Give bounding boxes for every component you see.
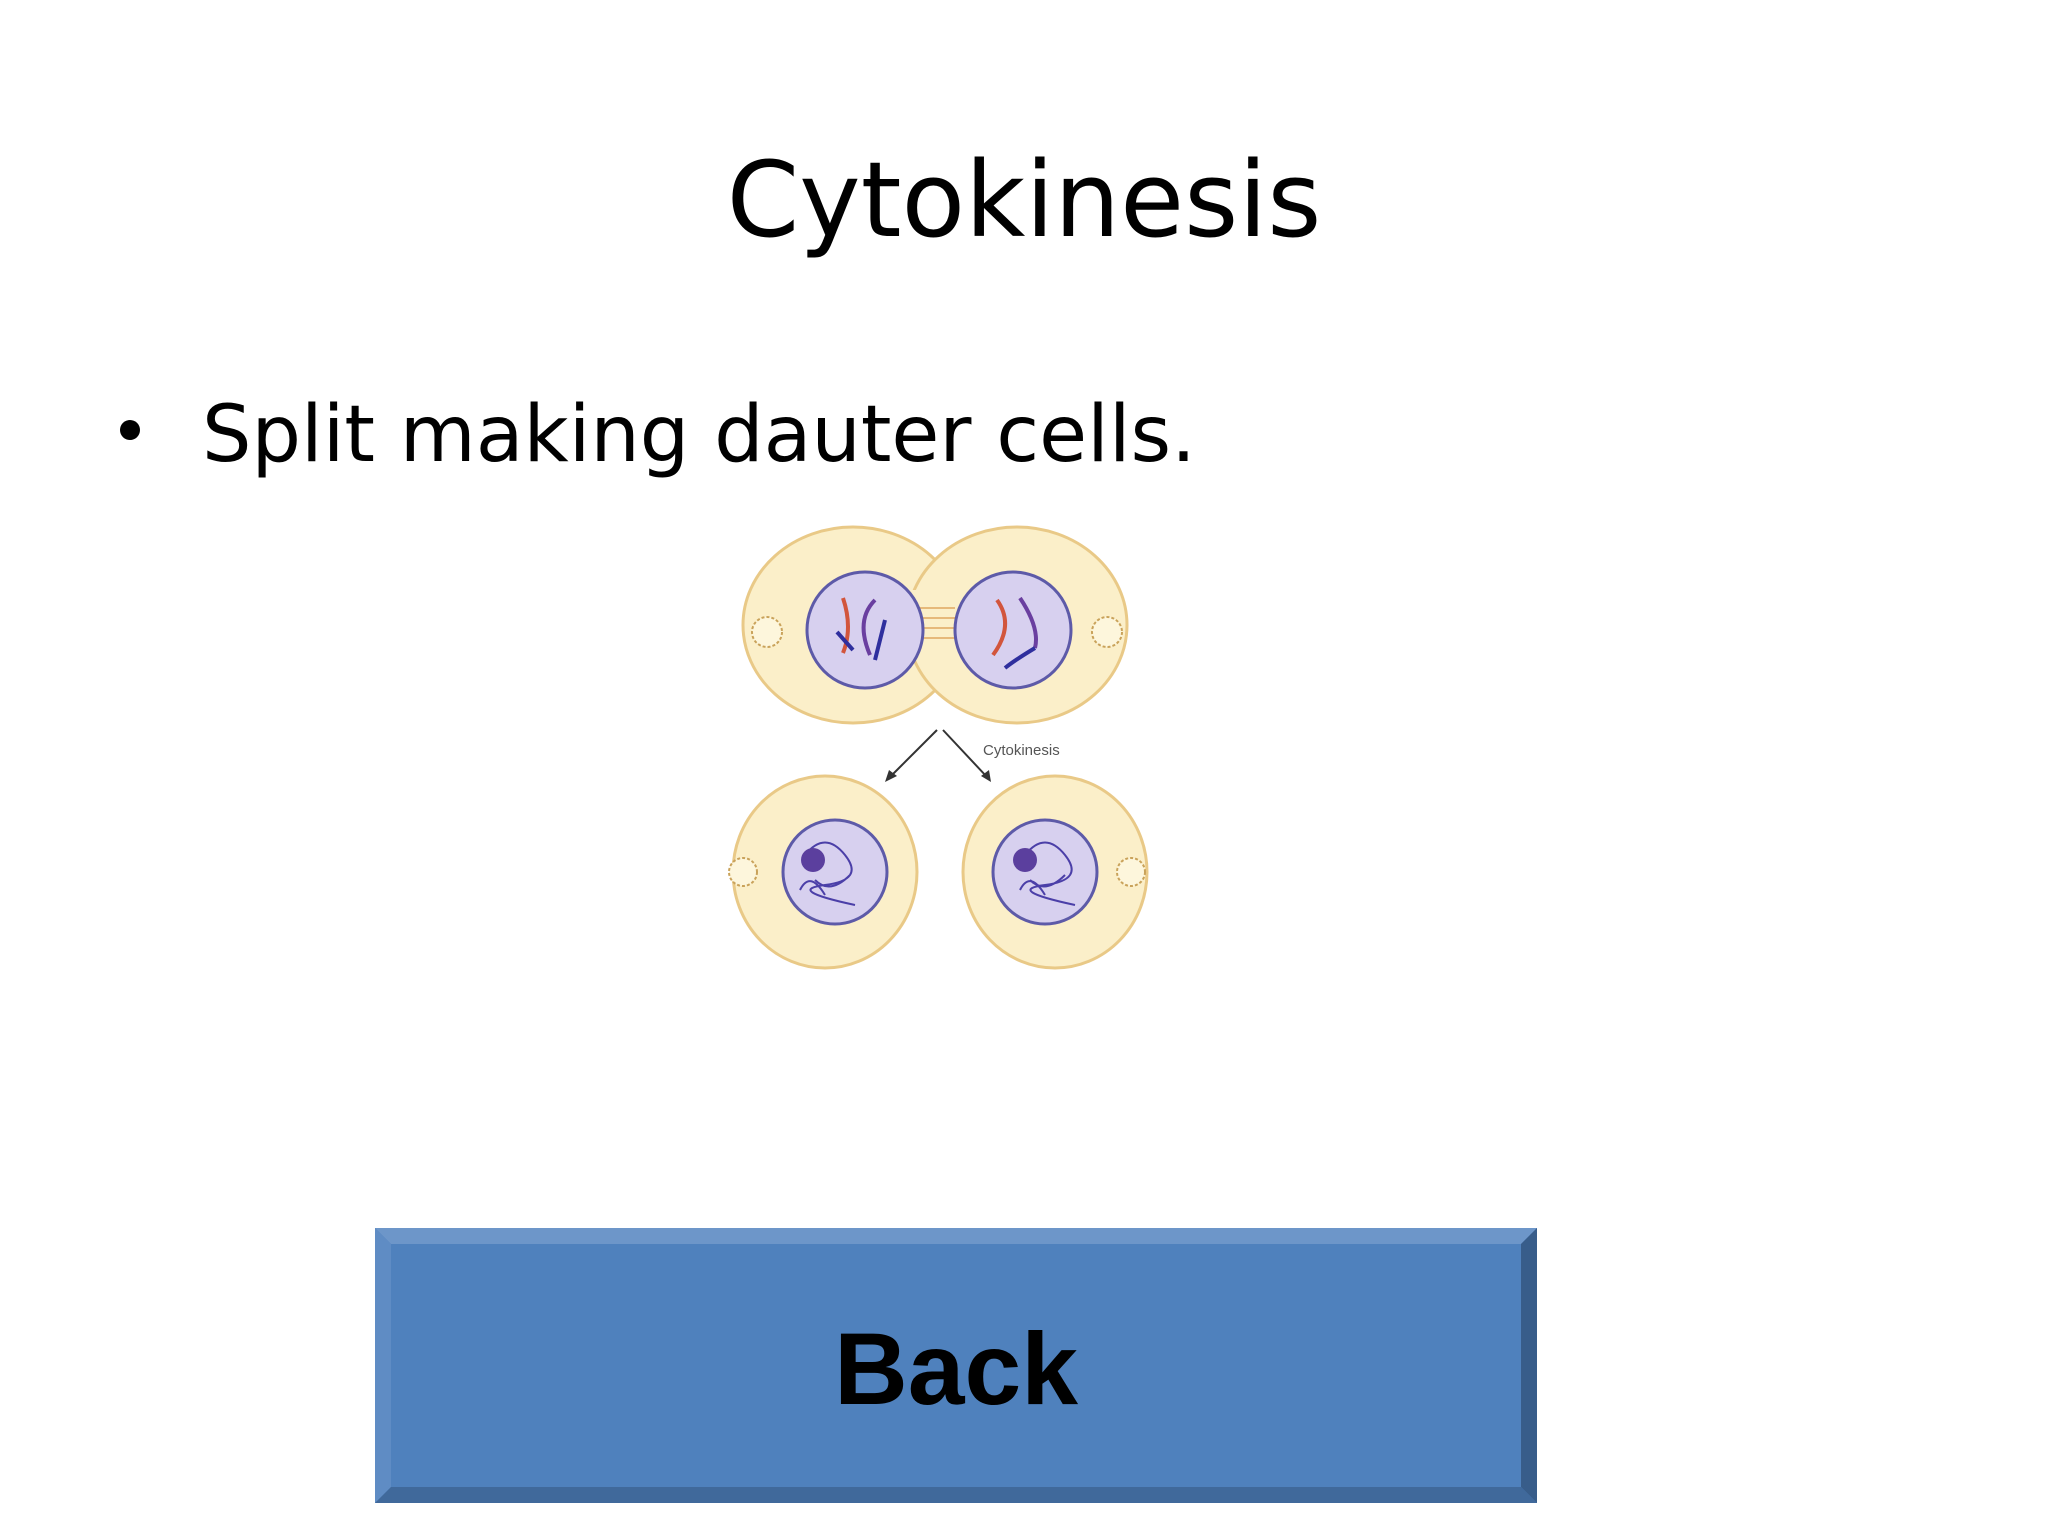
division-arrows [885,729,991,782]
bullet-item: Split making dauter cells. [120,380,1196,490]
dividing-cell [741,525,1129,725]
back-button-label: Back [834,1312,1078,1426]
daughter-cell-right [961,774,1149,970]
back-button[interactable]: Back [375,1228,1537,1503]
cell-division-illustration: Cytokinesis [728,525,1149,970]
bullet-text: Split making dauter cells. [202,390,1196,480]
cytokinesis-diagram: Cytokinesis [725,520,1155,1020]
slide-title: Cytokinesis [726,139,1322,261]
diagram-caption: Cytokinesis [983,742,1060,759]
bullet-dot-icon [120,420,140,440]
back-button-bevel [375,1228,1537,1503]
daughter-cell-left [728,774,919,970]
